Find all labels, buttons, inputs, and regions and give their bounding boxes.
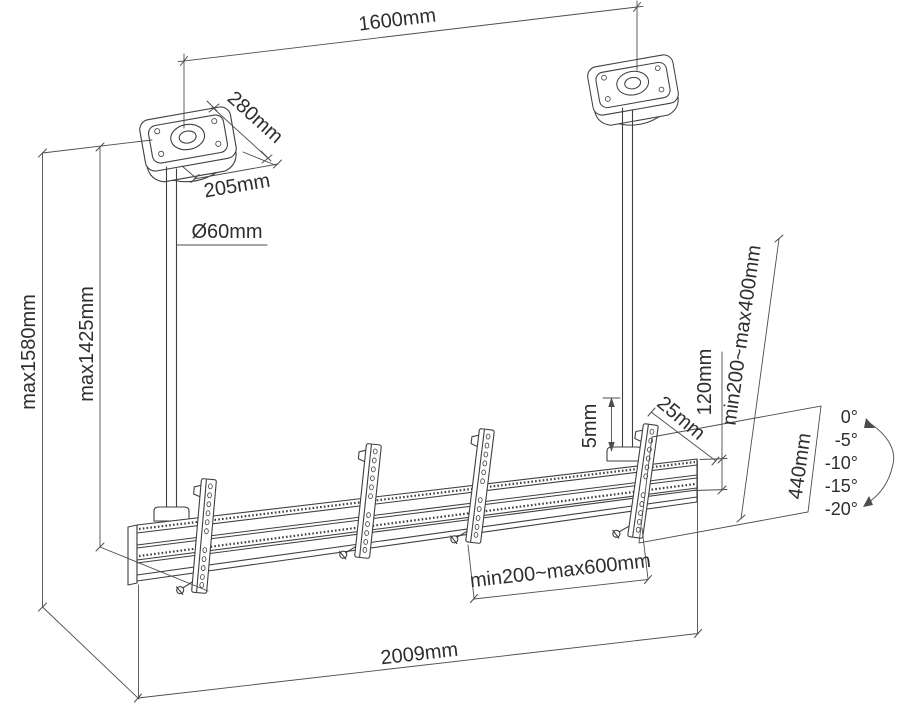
tv-bracket-3 bbox=[450, 428, 495, 545]
dim-label-span: 1600mm bbox=[357, 5, 437, 36]
tilt-angle-20: -20° bbox=[825, 499, 858, 519]
dim-bracket-spacing-600: min200~max600mm bbox=[467, 527, 652, 603]
dim-max-drop-1425: max1425mm bbox=[76, 142, 209, 592]
display-plane-outline bbox=[638, 405, 822, 544]
dim-label-pole-diameter: Ø60mm bbox=[191, 221, 262, 243]
dim-label-fine-adjust: 5mm bbox=[579, 404, 601, 448]
tilt-angle-5: -5° bbox=[835, 430, 858, 450]
tilt-angle-scale: 0° -5° -10° -15° -20° bbox=[825, 407, 895, 519]
tilt-arc-arrow bbox=[865, 421, 895, 505]
tilt-arc-arrowhead-bottom bbox=[863, 496, 873, 507]
tv-bracket-1 bbox=[175, 478, 217, 595]
dim-pole-diameter-60: Ø60mm bbox=[176, 221, 268, 246]
ceiling-plate-right bbox=[587, 54, 679, 126]
pole-right bbox=[606, 107, 643, 462]
dim-label-max-drop-rail: max1425mm bbox=[76, 286, 98, 402]
pole-left bbox=[153, 166, 190, 522]
dim-label-pole-range: min200~max400mm bbox=[719, 244, 766, 427]
tilt-arc-arrowhead-top bbox=[864, 418, 875, 428]
rail-left-end-cap bbox=[127, 524, 138, 586]
dim-pole-range-400: min200~max400mm bbox=[719, 234, 784, 523]
tilt-angle-15: -15° bbox=[825, 476, 858, 496]
dim-label-bracket-spacing: min200~max600mm bbox=[469, 550, 652, 592]
dim-label-rail-length: 2009mm bbox=[379, 639, 459, 670]
ceiling-plate-left bbox=[139, 106, 237, 183]
tilt-angle-10: -10° bbox=[825, 453, 858, 473]
tilt-angle-0: 0° bbox=[841, 407, 858, 427]
dim-rail-height-120: 120mm bbox=[693, 349, 728, 495]
rail bbox=[127, 458, 698, 586]
pole-left-rail-clamp bbox=[153, 506, 190, 522]
dim-label-max-drop-total: max1580mm bbox=[18, 294, 40, 410]
dim-max-drop-1580: max1580mm bbox=[18, 139, 153, 700]
dim-label-rail-height: 120mm bbox=[694, 349, 716, 416]
dim-fine-adjust-5: 5mm bbox=[579, 397, 621, 452]
tv-bracket-2 bbox=[339, 443, 382, 560]
